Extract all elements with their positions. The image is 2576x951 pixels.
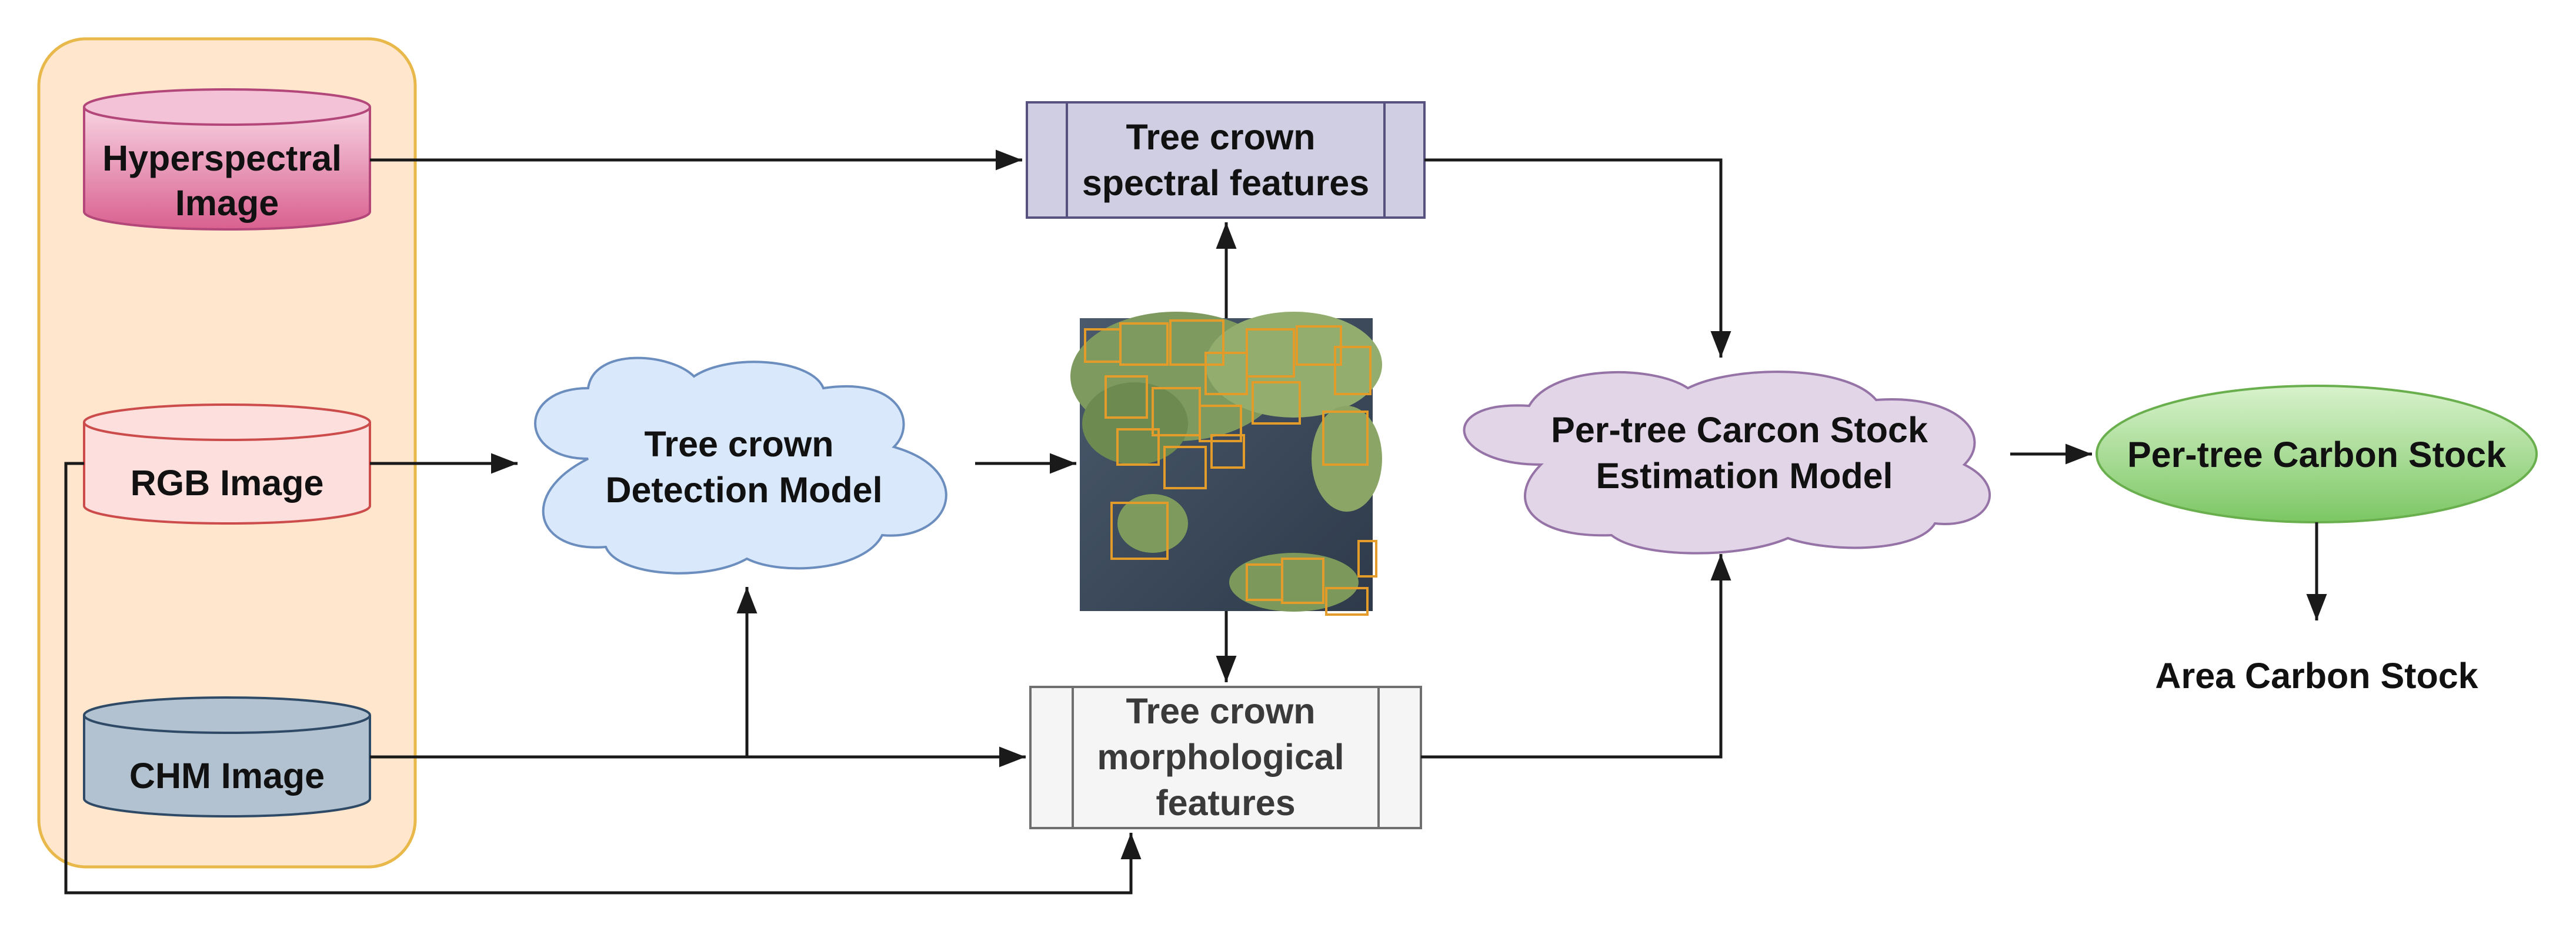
rgb-image-node: RGB Image xyxy=(83,403,371,525)
rgb-label: RGB Image xyxy=(131,463,324,503)
morph-label-line1: Tree crown xyxy=(1126,691,1315,731)
morph-label-line3: features xyxy=(1156,783,1295,823)
svg-text:Tree crown morphological: Tree crown morphological features xyxy=(1097,691,1354,823)
chm-image-node: CHM Image xyxy=(83,696,371,817)
estimation-label-line1: Per-tree Carcon Stock xyxy=(1551,410,1928,450)
edge-spectral-to-estimation xyxy=(1424,158,1731,358)
per-tree-carbon-stock-node: Per-tree Carbon Stock xyxy=(2095,385,2538,523)
spectral-features-node: Tree crown spectral features xyxy=(1026,101,1426,219)
edges xyxy=(64,149,2327,895)
morph-label-line2: morphological xyxy=(1097,737,1344,777)
svg-text:Tree crown spectral feat: Tree crown spectral features xyxy=(1082,117,1369,203)
detection-result-image xyxy=(1070,312,1382,616)
spectral-label-line1: Tree crown xyxy=(1126,117,1315,157)
svg-text:Hyperspectral Image: Hyperspectral Image xyxy=(102,138,352,223)
estimation-model-node: Per-tree Carcon Stock Estimation Model xyxy=(1463,371,1991,555)
chm-label: CHM Image xyxy=(129,756,325,796)
hyperspectral-label-line2: Image xyxy=(175,183,279,223)
per-tree-stock-label: Per-tree Carbon Stock xyxy=(2127,435,2506,475)
detection-label-line1: Tree crown xyxy=(644,424,833,464)
edge-morph-to-estimation xyxy=(1421,554,1731,759)
svg-text:Per-tree Carcon Stock Es: Per-tree Carcon Stock Estimation Model xyxy=(1551,410,1938,496)
spectral-label-line2: spectral features xyxy=(1082,163,1369,203)
hyperspectral-image-node: Hyperspectral Image xyxy=(83,88,371,231)
detection-label-line2: Detection Model xyxy=(605,470,882,510)
hyperspectral-label-line1: Hyperspectral xyxy=(102,138,342,178)
detection-model-node: Tree crown Detection Model xyxy=(534,356,947,575)
svg-text:Tree crown Detection Mod: Tree crown Detection Model xyxy=(605,424,882,510)
estimation-label-line2: Estimation Model xyxy=(1596,456,1893,496)
edge-rgb-to-morph xyxy=(64,462,1142,895)
morphological-features-node: Tree crown morphological features xyxy=(1029,686,1422,829)
area-carbon-stock-label: Area Carbon Stock xyxy=(2155,656,2478,696)
